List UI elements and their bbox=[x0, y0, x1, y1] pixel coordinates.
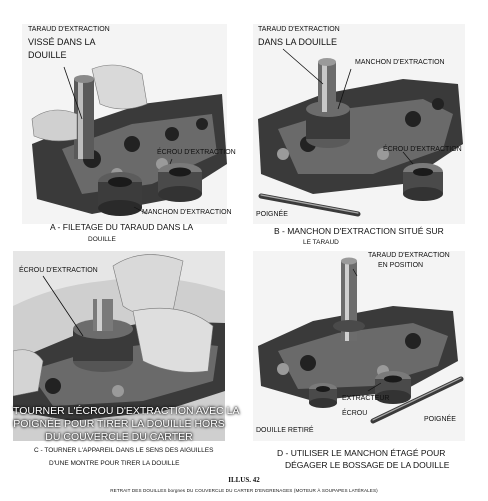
panel-d-handle-label: POIGNÉE bbox=[424, 416, 456, 423]
illustration-title: ILLUS. 42 bbox=[228, 476, 260, 484]
panel-d-nut-label: ÉCROU bbox=[342, 410, 368, 417]
figure-footer: RETRAIT DES DOUILLES borgnes DU COUVERCL… bbox=[110, 488, 378, 493]
panel-b-tap-label-1: TARAUD D'EXTRACTION bbox=[258, 26, 340, 33]
panel-a-tap-label-3: DOUILLE bbox=[28, 50, 67, 60]
panel-a-caption-2: DOUILLE bbox=[88, 236, 116, 243]
panel-c-nut-label: ÉCROU D'EXTRACTION bbox=[19, 267, 98, 274]
photo-panel-d bbox=[253, 251, 465, 441]
panel-b-caption-1: B - MANCHON D'EXTRACTION SITUÉ SUR bbox=[274, 226, 444, 236]
panel-d-bushing-label: DOUILLE RETIRÉ bbox=[256, 427, 314, 434]
panel-b-handle-label: POIGNÉE bbox=[256, 211, 288, 218]
panel-c-caption-1: C - TOURNER L'APPAREIL DANS LE SENS DES … bbox=[34, 447, 214, 454]
panel-a-nut-label: ÉCROU D'EXTRACTION bbox=[157, 149, 236, 156]
panel-a-sleeve-label: MANCHON D'EXTRACTION bbox=[142, 209, 232, 216]
panel-c-overlay-1: TOURNER L'ÉCROU D'EXTRACTION AVEC LA bbox=[13, 405, 240, 417]
panel-b-tap-label-2: DANS LA DOUILLE bbox=[258, 37, 338, 47]
panel-c-overlay-2: POIGNÉE POUR TIRER LA DOUILLE HORS bbox=[13, 418, 225, 430]
panel-b-drawing bbox=[253, 24, 465, 224]
panel-d-tap-label-2: EN POSITION bbox=[378, 262, 424, 269]
panel-a-drawing bbox=[22, 24, 227, 224]
panel-a-caption-1: A - FILETAGE DU TARAUD DANS LA bbox=[50, 222, 194, 232]
photo-panel-b bbox=[253, 24, 465, 224]
photo-panel-c bbox=[13, 251, 225, 441]
panel-b-nut-label: ÉCROU D'EXTRACTION bbox=[383, 146, 462, 153]
panel-a-tap-label-2: VISSÉ DANS LA bbox=[28, 37, 96, 47]
panel-c-drawing bbox=[13, 251, 225, 441]
panel-d-puller-label: EXTRACTEUR bbox=[342, 395, 390, 402]
panel-a-tap-label-1: TARAUD D'EXTRACTION bbox=[28, 26, 110, 33]
photo-panel-a bbox=[22, 24, 227, 224]
panel-c-caption-2: D'UNE MONTRE POUR TIRER LA DOUILLE bbox=[49, 460, 180, 467]
panel-d-tap-label-1: TARAUD D'EXTRACTION bbox=[368, 252, 450, 259]
panel-d-caption-2: DÉGAGER LE BOSSAGE DE LA DOUILLE bbox=[285, 460, 450, 470]
panel-d-drawing bbox=[253, 251, 465, 441]
panel-c-overlay-3: DU COUVERCLE DU CARTER bbox=[45, 431, 193, 443]
panel-d-caption-1: D - UTILISER LE MANCHON ÉTAGÉ POUR bbox=[277, 448, 446, 458]
panel-b-sleeve-label: MANCHON D'EXTRACTION bbox=[355, 59, 445, 66]
panel-b-caption-2: LE TARAUD bbox=[303, 239, 339, 246]
